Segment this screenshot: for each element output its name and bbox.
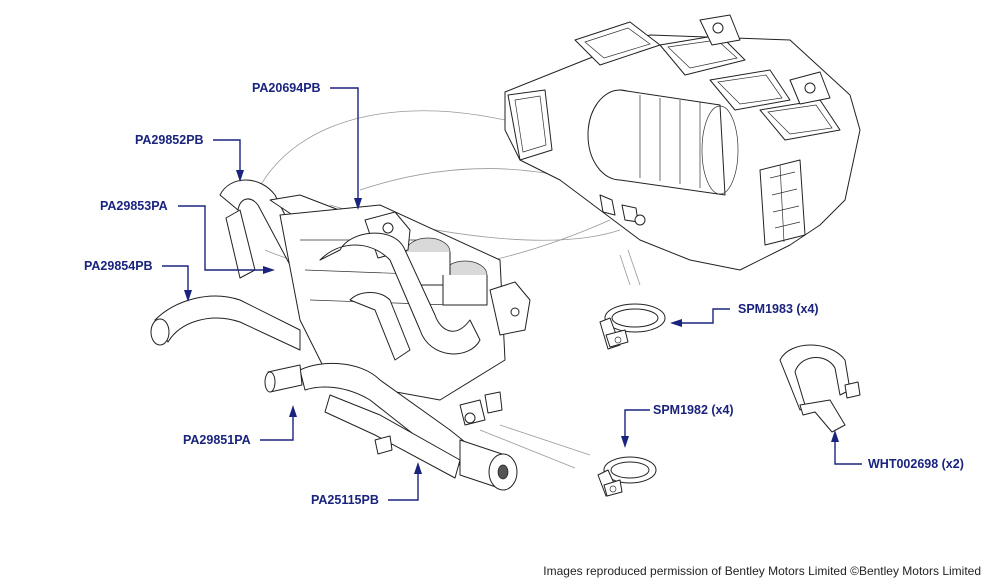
heater-pipe-assembly xyxy=(150,179,531,491)
label-wht002698[interactable]: WHT002698 (x2) xyxy=(868,457,964,471)
label-pa29851pa[interactable]: PA29851PA xyxy=(183,433,251,447)
label-spm1982[interactable]: SPM1982 (x4) xyxy=(653,403,734,417)
hose-clip-spm1982 xyxy=(597,456,657,497)
label-pa29854pb[interactable]: PA29854PB xyxy=(84,259,153,273)
callouts xyxy=(162,87,862,501)
hose-clip-spm1983 xyxy=(599,303,666,350)
label-pa25115pb[interactable]: PA25115PB xyxy=(311,493,379,507)
label-pa20694pb[interactable]: PA20694PB xyxy=(252,81,321,95)
heater-box-assembly xyxy=(257,14,861,469)
bracket-wht002698 xyxy=(779,344,861,433)
label-pa29853pa[interactable]: PA29853PA xyxy=(100,199,168,213)
label-pa29852pb[interactable]: PA29852PB xyxy=(135,133,204,147)
copyright-notice: Images reproduced permission of Bentley … xyxy=(543,564,981,578)
label-spm1983[interactable]: SPM1983 (x4) xyxy=(738,302,819,316)
